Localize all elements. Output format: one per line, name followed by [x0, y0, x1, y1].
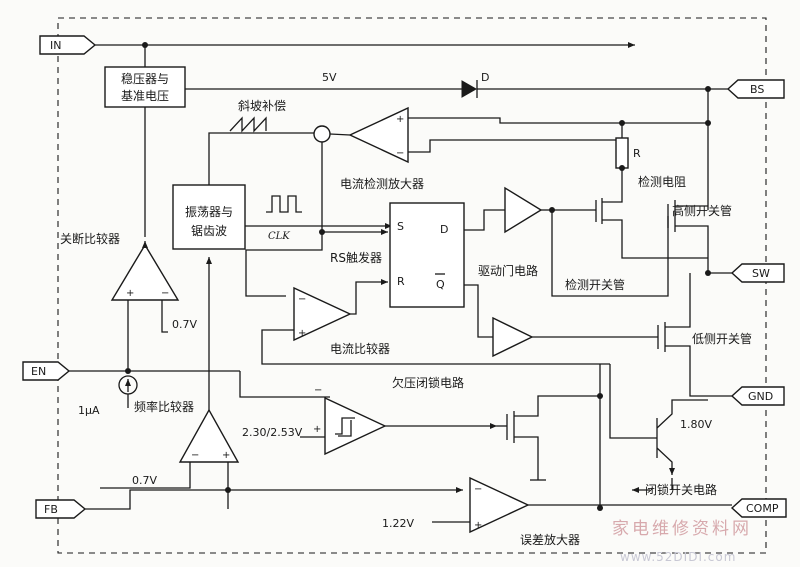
v07-bottom-label: 0.7V — [132, 474, 157, 487]
pin-sw: SW — [730, 263, 785, 283]
rs-flipflop: S D R Q — [389, 202, 465, 308]
svg-text:−: − — [396, 148, 404, 159]
sense-resistor — [615, 137, 629, 169]
svg-text:+: + — [313, 424, 321, 435]
pin-bs: BS — [726, 79, 785, 99]
rs-flipflop-label: RS触发器 — [330, 250, 382, 265]
high-side-label: 高侧开关管 — [672, 203, 732, 218]
svg-text:−: − — [314, 385, 322, 396]
watermark-text: 家电维修资料网 — [612, 519, 752, 539]
svg-text:+: + — [298, 328, 306, 339]
svg-text:−: − — [161, 288, 169, 299]
oscillator-label-2: 锯齿波 — [191, 223, 227, 238]
resistor-label: R — [633, 147, 641, 160]
gate-driver-label: 驱动门电路 — [478, 263, 538, 278]
watermark-url: www.52DIDI.com — [620, 550, 736, 564]
high-side-mosfet — [667, 200, 709, 258]
pin-gnd-label: GND — [748, 390, 773, 403]
low-side-mosfet — [657, 322, 732, 397]
lockout-bjt — [609, 364, 708, 490]
freq-comparator-label: 频率比较器 — [134, 399, 194, 414]
oscillator-label-1: 振荡器与 — [185, 205, 233, 219]
summing-junction — [313, 125, 331, 143]
diode-label: D — [481, 71, 489, 84]
current-comparator: − + — [293, 286, 352, 342]
current-comparator-label: 电流比较器 — [330, 341, 390, 356]
svg-text:R: R — [397, 275, 405, 288]
regulator-label-1: 稳压器与 — [121, 71, 169, 86]
hysteresis-icon — [335, 417, 355, 435]
svg-text:−: − — [298, 294, 306, 305]
pin-gnd: GND — [730, 386, 785, 406]
current-sense-amp: + − — [348, 106, 409, 164]
regulator-label-2: 基准电压 — [121, 89, 169, 103]
high-driver — [504, 186, 543, 234]
pin-in-label: IN — [50, 39, 61, 52]
svg-text:Q: Q — [436, 278, 445, 291]
current-source-label: 1μA — [78, 404, 100, 417]
diode-d — [461, 80, 478, 98]
current-source — [118, 375, 138, 395]
svg-text:D: D — [440, 223, 448, 236]
pin-fb: FB — [35, 499, 87, 519]
uvlo-ref-label: 2.30/2.53V — [242, 426, 303, 439]
clock-pulse-icon — [266, 195, 302, 213]
pin-in: IN — [39, 35, 97, 55]
pin-bs-label: BS — [750, 83, 764, 96]
lockout-switch-label: 闭锁开关电路 — [645, 482, 717, 497]
svg-text:+: + — [474, 520, 482, 531]
pin-sw-label: SW — [752, 267, 770, 280]
error-amp-label: 误差放大器 — [520, 532, 580, 547]
shutdown-comparator-label: 关断比较器 — [60, 231, 120, 246]
regulator-block: 稳压器与 基准电压 — [104, 66, 186, 108]
low-driver — [492, 316, 534, 358]
oscillator-block: 振荡器与 锯齿波 — [172, 184, 246, 250]
frequency-comparator: − + — [178, 408, 240, 463]
shutdown-comparator: + − — [110, 243, 180, 301]
low-side-label: 低侧开关管 — [692, 331, 752, 346]
svg-text:−: − — [191, 450, 199, 461]
svg-text:+: + — [396, 114, 404, 125]
pin-comp-label: COMP — [746, 502, 779, 515]
chip-boundary — [57, 17, 767, 554]
v122-label: 1.22V — [382, 517, 414, 530]
sense-switch-label: 检测开关管 — [565, 277, 625, 292]
svg-text:S: S — [397, 220, 404, 233]
uvlo-label: 欠压闭锁电路 — [392, 375, 464, 390]
slope-comp-label: 斜坡补偿 — [238, 98, 286, 113]
svg-text:+: + — [222, 450, 230, 461]
clk-label: CLK — [268, 231, 290, 242]
5v-label: 5V — [322, 71, 337, 84]
sense-switch-mosfet — [595, 195, 708, 259]
svg-text:+: + — [126, 288, 134, 299]
uvlo-mosfet — [506, 395, 600, 481]
pin-fb-label: FB — [44, 503, 58, 516]
pin-en-label: EN — [31, 365, 46, 378]
svg-text:−: − — [474, 484, 482, 495]
sense-resistor-label: 检测电阻 — [638, 174, 686, 189]
v07-top-label: 0.7V — [172, 318, 197, 331]
error-amplifier: − + — [469, 476, 530, 534]
sawtooth-icon — [229, 116, 267, 133]
current-sense-amp-label: 电流检测放大器 — [340, 176, 424, 191]
pin-comp: COMP — [730, 498, 787, 518]
v180-label: 1.80V — [680, 418, 712, 431]
pin-en: EN — [22, 361, 71, 381]
uvlo-comparator — [324, 396, 387, 456]
